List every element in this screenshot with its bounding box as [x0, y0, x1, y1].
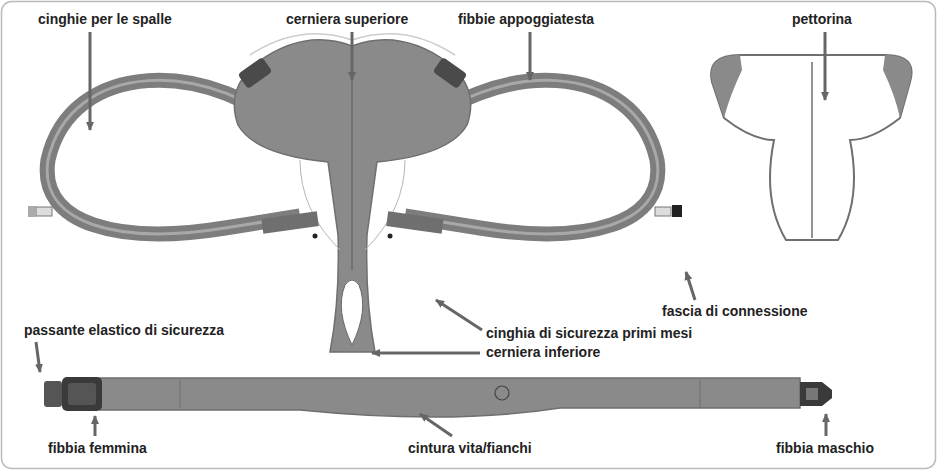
part-label: cinghia di sicurezza primi mesi: [486, 325, 692, 342]
waist-belt: [44, 377, 832, 417]
part-label: cerniera superiore: [286, 11, 408, 28]
leader-arrows: [36, 32, 826, 436]
part-label: passante elastico di sicurezza: [22, 322, 226, 339]
carrier-panel: [234, 34, 470, 352]
bib-pettorina: [711, 55, 911, 240]
part-label: fibbia maschio: [776, 440, 874, 457]
part-label: cerniera inferiore: [486, 344, 600, 361]
part-label: cinghie per le spalle: [38, 11, 172, 28]
part-label: fascia di connessione: [662, 303, 808, 320]
part-label: fibbie appoggiatesta: [458, 11, 594, 28]
part-label: cintura vita/fianchi: [408, 440, 532, 457]
part-label: pettorina: [792, 11, 852, 28]
part-label: fibbia femmina: [48, 440, 147, 457]
